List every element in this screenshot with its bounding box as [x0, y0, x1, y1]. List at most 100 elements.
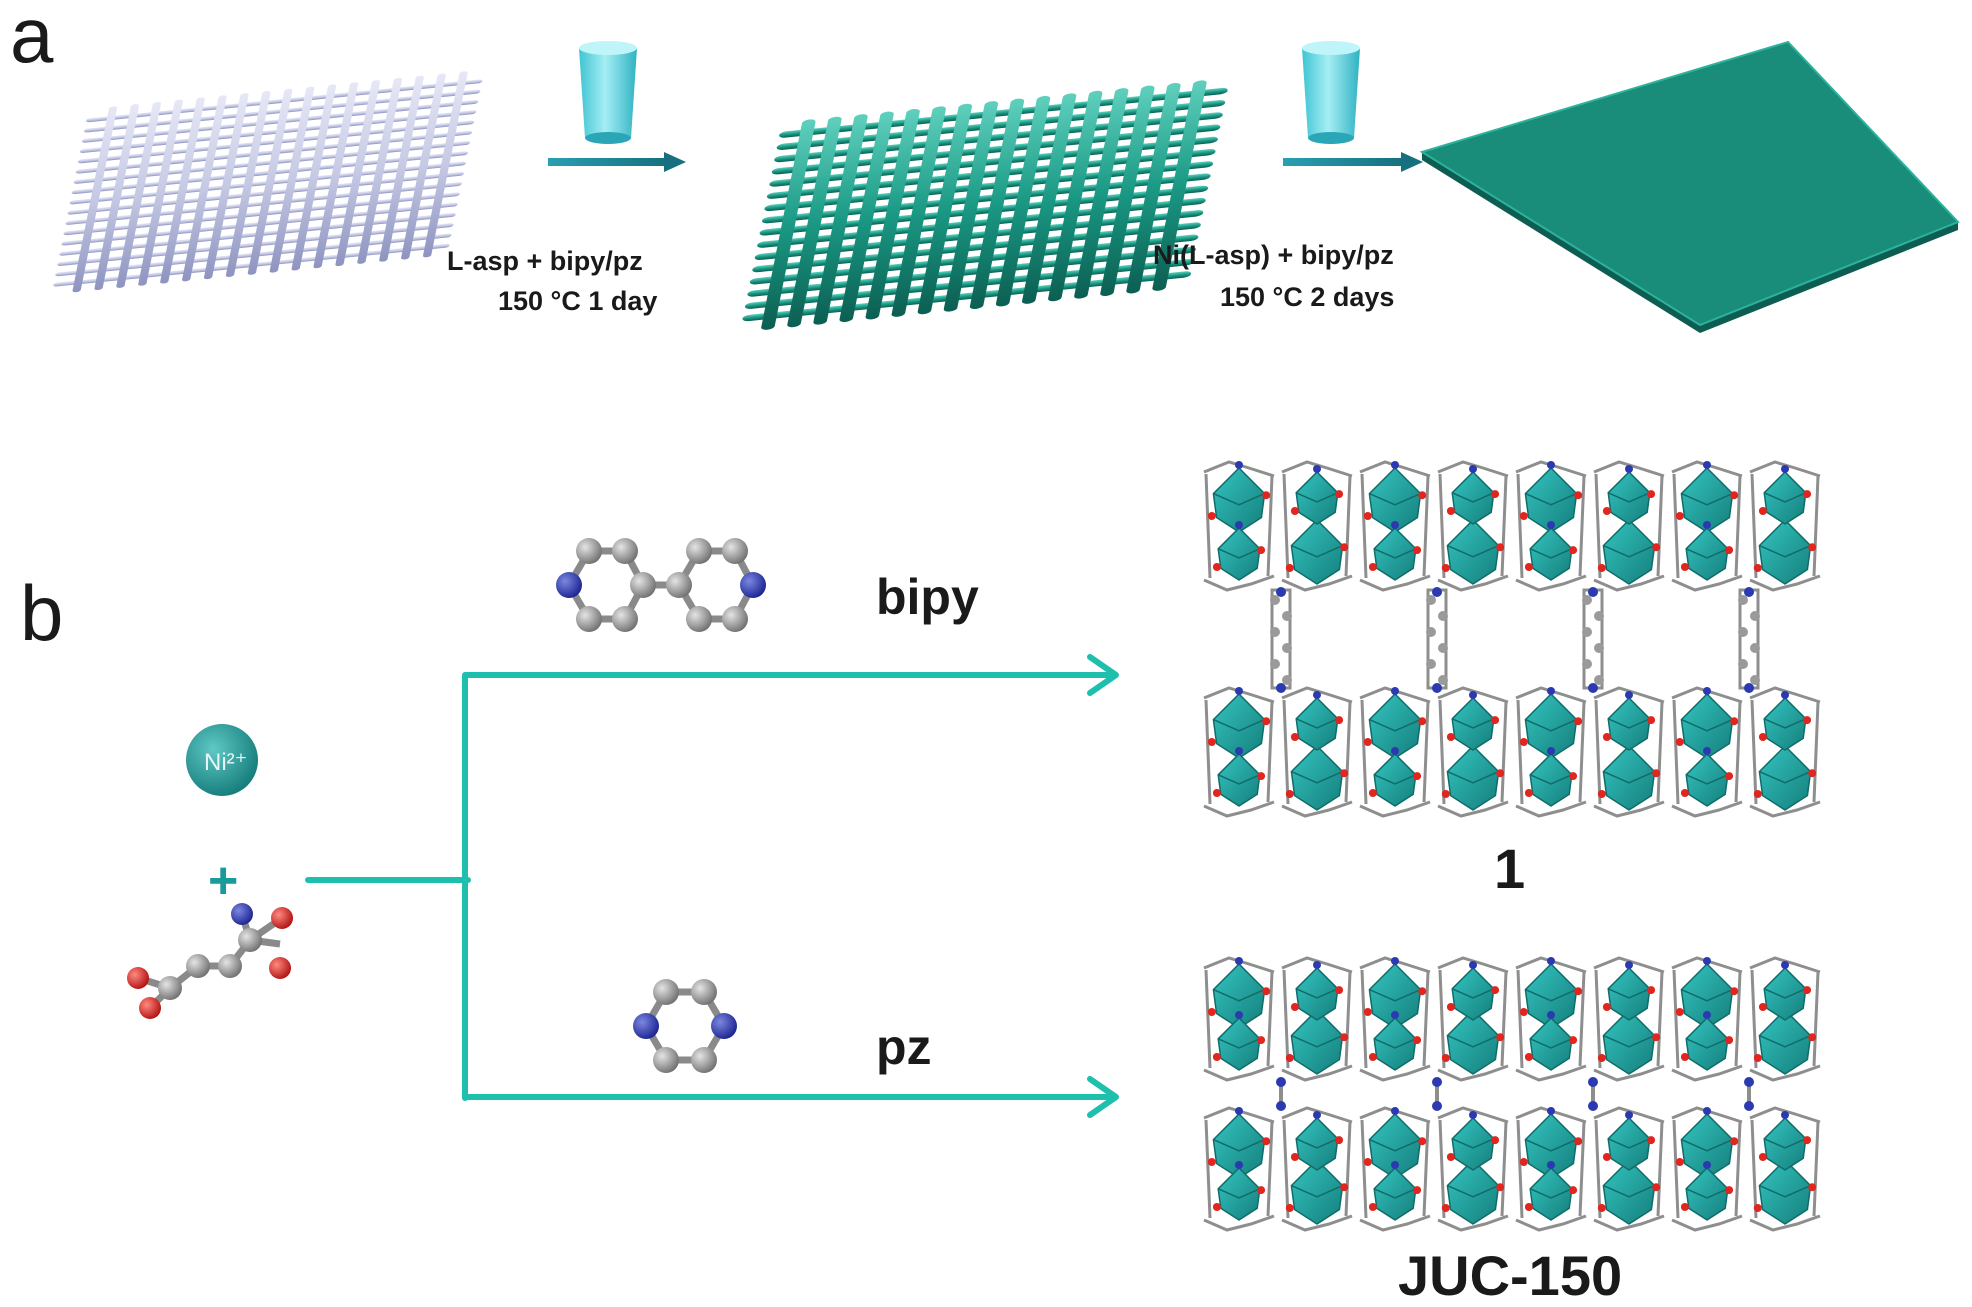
- nitrogen-atom: [1588, 587, 1598, 597]
- oxygen-atom: [1335, 716, 1344, 725]
- octahedron-edge: [1607, 1138, 1651, 1149]
- ni-octahedron: [1290, 518, 1344, 585]
- carbon-atom: [1738, 595, 1748, 605]
- framework-structure-1: [1203, 460, 1821, 818]
- step1-condition-temperature: 150 °C 1 day: [498, 286, 657, 316]
- mesh-bar: [313, 82, 359, 269]
- step2-condition-reagents: Ni(L-asp) + bipy/pz: [1153, 240, 1394, 270]
- octahedron-edge: [1373, 1038, 1417, 1049]
- product-1-label: 1: [1494, 837, 1525, 900]
- octahedron-edge: [1447, 1184, 1499, 1198]
- oxygen-atom: [1496, 1033, 1505, 1042]
- ni-octahedron: [1758, 744, 1812, 811]
- ni-octahedron: [1529, 1166, 1573, 1221]
- oxygen-atom: [1758, 507, 1767, 515]
- octahedron-edge: [1763, 1138, 1807, 1149]
- framework-juc150-upper-layer: [1203, 956, 1821, 1082]
- octahedron-edge: [1291, 1034, 1343, 1048]
- ni-octahedron: [1217, 752, 1261, 807]
- mesh-bar: [1021, 93, 1077, 304]
- nitrogen-atom: [1625, 1111, 1633, 1119]
- oxygen-atom: [1496, 769, 1505, 778]
- ni-octahedron: [1217, 526, 1261, 581]
- ni-octahedron: [1685, 526, 1729, 581]
- nitrogen-atom: [1547, 461, 1555, 469]
- nitrogen-atom: [1313, 465, 1321, 473]
- oxygen-atom: [1597, 1054, 1606, 1062]
- mesh-bar: [787, 116, 842, 328]
- mesh-precursor-bars: [53, 71, 483, 293]
- mesh-bar: [1100, 85, 1155, 297]
- oxygen-atom: [1207, 738, 1216, 746]
- ni-octahedron: [1763, 1116, 1807, 1171]
- nitrogen-atom: [1703, 687, 1711, 695]
- octahedron-edge: [1295, 492, 1339, 503]
- oxygen-atom: [1602, 507, 1611, 515]
- oxygen-atom: [1758, 733, 1767, 741]
- nickel-ion: Ni²⁺: [186, 724, 258, 796]
- mesh-bar: [182, 95, 227, 282]
- octahedron-edge: [1603, 1184, 1655, 1198]
- nitrogen-atom: [1588, 1101, 1598, 1111]
- nitrogen-atom: [1781, 691, 1789, 699]
- nitrogen-atom: [1276, 587, 1286, 597]
- ni-octahedron: [1295, 470, 1339, 525]
- octahedron-edge: [1763, 718, 1807, 729]
- nitrogen-atom: [1703, 957, 1711, 965]
- ni-octahedron: [1763, 966, 1807, 1021]
- carbon-atom: [1438, 611, 1448, 621]
- nitrogen-atom: [1588, 1077, 1598, 1087]
- oxygen-atom: [1446, 1153, 1455, 1161]
- carbon-atom: [1426, 595, 1436, 605]
- oxygen-atom: [1725, 1186, 1734, 1195]
- mesh-bar: [995, 95, 1051, 307]
- carbon-atom: [1426, 627, 1436, 637]
- nitrogen-atom: [1235, 1161, 1243, 1169]
- carbon-atom: [1282, 611, 1292, 621]
- oxygen-atom: [1290, 1003, 1299, 1011]
- oxygen-atom: [1675, 1008, 1684, 1016]
- mesh-bar: [422, 71, 468, 258]
- nitrogen-atom: [1235, 1011, 1243, 1019]
- reaction-arrow-step2: [1283, 152, 1423, 172]
- oxygen-atom: [1574, 1137, 1583, 1146]
- oxygen-atom: [1524, 1053, 1533, 1061]
- octahedron-edge: [1451, 492, 1495, 503]
- octahedron-edge: [1369, 718, 1421, 732]
- oxygen-atom: [1725, 772, 1734, 781]
- mesh-bar: [116, 101, 162, 288]
- octahedron-edge: [1759, 1034, 1811, 1048]
- nitrogen-atom: [1313, 691, 1321, 699]
- oxygen-atom: [1363, 1008, 1372, 1016]
- nitrogen-atom: [1276, 1101, 1286, 1111]
- oxygen-atom: [1524, 789, 1533, 797]
- oxygen-atom: [1725, 1036, 1734, 1045]
- octahedron-edge: [1217, 1188, 1261, 1199]
- oxygen-atom: [1413, 1036, 1422, 1045]
- nitrogen-atom: [1625, 961, 1633, 969]
- oxygen-atom: [1652, 1033, 1661, 1042]
- ni-octahedron: [1373, 1166, 1417, 1221]
- oxygen-atom: [1680, 1053, 1689, 1061]
- mesh-bar: [94, 104, 140, 291]
- oxygen-atom: [1753, 564, 1762, 572]
- oxygen-atom: [1519, 512, 1528, 520]
- oxygen-atom: [1285, 790, 1294, 798]
- oxygen-atom: [1808, 1033, 1817, 1042]
- mesh-bar: [969, 98, 1025, 310]
- oxygen-atom: [1285, 1204, 1294, 1212]
- oxygen-atom: [1602, 733, 1611, 741]
- nitrogen-atom: [1703, 1161, 1711, 1169]
- octahedron-edge: [1603, 770, 1655, 784]
- nitrogen-atom: [1703, 1107, 1711, 1115]
- oxygen-atom: [1368, 789, 1377, 797]
- octahedron-edge: [1213, 988, 1265, 1002]
- ni-octahedron: [1607, 966, 1651, 1021]
- oxygen-atom: [1335, 1136, 1344, 1145]
- oxygen-atom: [1212, 1203, 1221, 1211]
- oxygen-atom: [1368, 1203, 1377, 1211]
- ni-octahedron: [1758, 518, 1812, 585]
- ni-octahedron: [1295, 696, 1339, 751]
- oxygen-atom: [1446, 1003, 1455, 1011]
